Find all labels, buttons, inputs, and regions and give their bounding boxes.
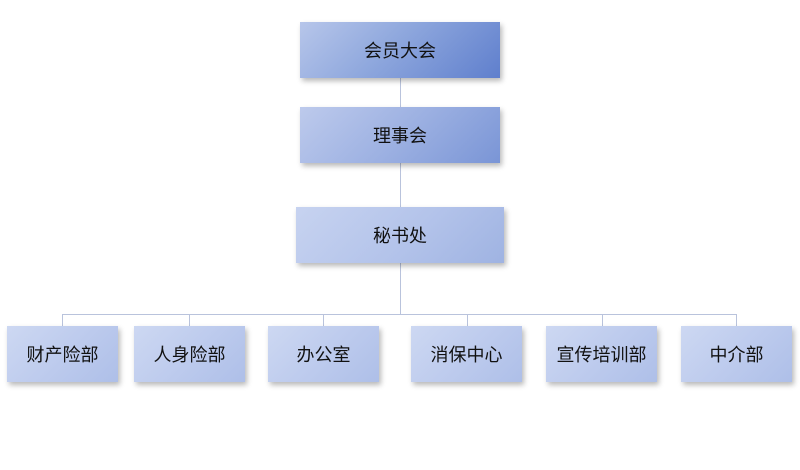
connector-horizontal-bus xyxy=(62,314,736,315)
node-department-1: 财产险部 xyxy=(7,326,118,382)
connector-council-secretariat xyxy=(400,163,401,207)
connector-secretariat-bus xyxy=(400,263,401,315)
connector-dept-2 xyxy=(189,314,190,326)
node-department-3: 办公室 xyxy=(268,326,379,382)
connector-dept-4 xyxy=(467,314,468,326)
connector-dept-1 xyxy=(62,314,63,326)
node-department-6: 中介部 xyxy=(681,326,792,382)
connector-dept-6 xyxy=(736,314,737,326)
node-secretariat: 秘书处 xyxy=(296,207,504,263)
connector-assembly-council xyxy=(400,78,401,107)
node-council: 理事会 xyxy=(300,107,500,163)
node-department-2: 人身险部 xyxy=(134,326,245,382)
node-department-4: 消保中心 xyxy=(411,326,522,382)
node-assembly: 会员大会 xyxy=(300,22,500,78)
connector-dept-5 xyxy=(602,314,603,326)
connector-dept-3 xyxy=(323,314,324,326)
node-department-5: 宣传培训部 xyxy=(546,326,657,382)
